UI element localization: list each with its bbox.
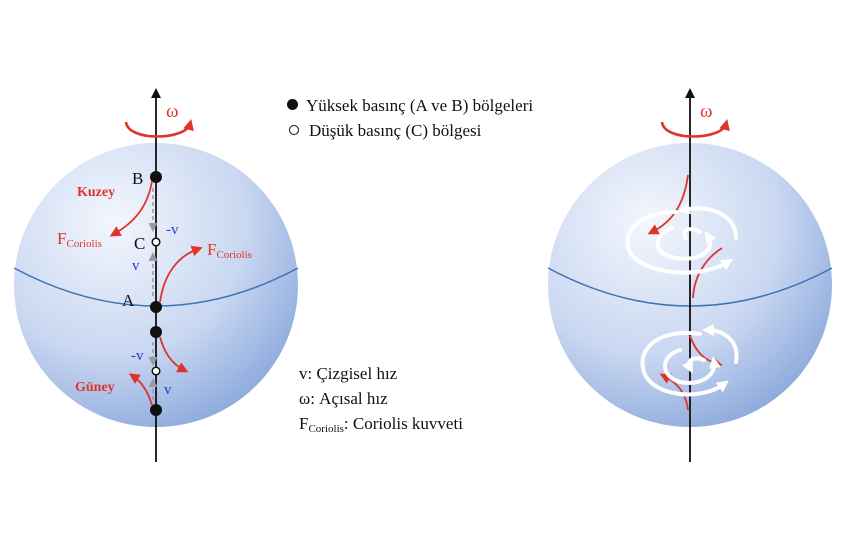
coriolis-curve-b — [109, 180, 153, 237]
point-a-dot — [150, 301, 162, 313]
point-a-label: A — [122, 291, 135, 310]
point-b-label: B — [132, 169, 143, 188]
north-label: Kuzey — [77, 185, 115, 200]
north-flow-lower — [692, 247, 723, 299]
point-b-dot — [150, 171, 162, 183]
right-omega-label: ω — [700, 101, 713, 122]
left-rotation-arrow — [124, 119, 194, 138]
south-upper-dot — [150, 326, 162, 338]
point-c-label: C — [134, 234, 145, 253]
right-globe: ω — [547, 88, 833, 462]
left-omega-label: ω — [166, 101, 179, 122]
neg-v-label-south: -v — [131, 348, 144, 364]
legend-f-symbol: F — [299, 414, 309, 433]
south-low-dot — [151, 366, 161, 376]
legend-high-pressure-text: Yüksek basınç (A ve B) bölgeleri — [306, 96, 534, 115]
south-lower-dot — [150, 404, 162, 416]
v-label-south: v — [164, 382, 172, 398]
coriolis-curve-south-lower — [128, 373, 153, 406]
v-label-north: v — [132, 258, 140, 274]
legend-low-pressure-text: Düşük basınç (C) bölgesi — [309, 121, 482, 140]
legend-f-text: : Coriolis kuvveti — [343, 414, 463, 433]
south-cyclone-spiral — [640, 324, 739, 397]
coriolis-label-right: FCoriolis — [207, 240, 252, 261]
legend-v-definition: v: Çizgisel hız — [299, 364, 398, 383]
coriolis-curve-a — [159, 245, 203, 303]
point-c-dot — [151, 237, 161, 247]
legend-low-pressure: Düşük basınç (C) bölgesi — [287, 121, 481, 141]
open-dot-icon — [289, 125, 299, 135]
coriolis-curve-south-upper — [159, 336, 189, 373]
filled-dot-icon — [287, 99, 298, 110]
legend-coriolis-definition: FCoriolis: Coriolis kuvveti — [299, 414, 463, 435]
right-rotation-arrow — [660, 119, 730, 138]
legend-f-subscript: Coriolis — [308, 423, 344, 435]
coriolis-label-left: FCoriolis — [57, 229, 102, 250]
legend-high-pressure: Yüksek basınç (A ve B) bölgeleri — [287, 96, 533, 116]
south-flow-lower — [659, 373, 689, 411]
legend-omega-definition: ω: Açısal hız — [299, 389, 388, 408]
neg-v-label-north: -v — [166, 222, 179, 238]
north-cyclone-spiral — [625, 202, 738, 275]
south-label: Güney — [75, 380, 115, 395]
left-globe: ω B C A Kuzey Güney -v v -v v FCoriolis … — [13, 88, 299, 462]
